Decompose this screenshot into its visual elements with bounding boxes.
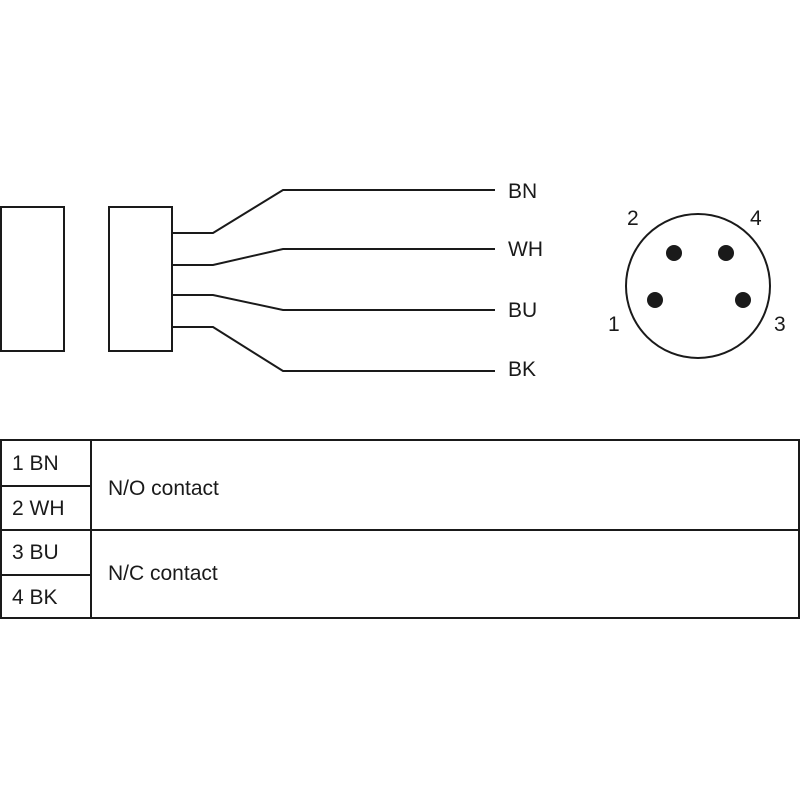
actuator-block xyxy=(0,206,65,352)
pin-number-1: 1 xyxy=(608,313,620,336)
pin-number-2: 2 xyxy=(627,207,639,230)
table-cell-description: N/O contact xyxy=(108,477,219,500)
pin-number-3: 3 xyxy=(774,313,786,336)
sensor-body xyxy=(108,206,173,352)
wire-bu xyxy=(172,294,495,311)
pin-number-4: 4 xyxy=(750,207,762,230)
wire-label-bu: BU xyxy=(508,299,537,322)
wire-label-bk: BK xyxy=(508,358,536,381)
table-cell-pin: 2 WH xyxy=(12,497,65,520)
table-cell-description: N/C contact xyxy=(108,562,218,585)
pin-4-dot xyxy=(718,245,734,261)
wire-bn xyxy=(172,189,495,234)
wire-wh xyxy=(172,248,495,266)
connector-face xyxy=(625,213,771,359)
table-cell-pin: 1 BN xyxy=(12,452,59,475)
wire-bk xyxy=(172,326,495,372)
table-cell-pin: 4 BK xyxy=(12,586,58,609)
pin-2-dot xyxy=(666,245,682,261)
pin-3-dot xyxy=(735,292,751,308)
pin-1-dot xyxy=(647,292,663,308)
table-cell-pin: 3 BU xyxy=(12,541,59,564)
pin-assignment-table: 1 BN 2 WH N/O contact 3 BU 4 BK N/C cont… xyxy=(0,439,800,619)
wire-label-bn: BN xyxy=(508,180,537,203)
wire-label-wh: WH xyxy=(508,238,543,261)
